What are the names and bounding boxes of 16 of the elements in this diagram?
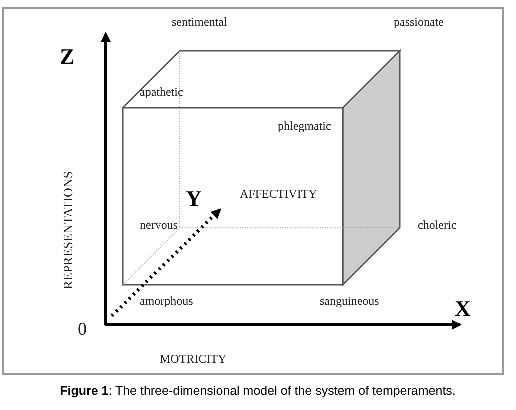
axis-label: X xyxy=(455,298,471,320)
temperament-label: sentimental xyxy=(172,16,228,28)
temperament-label: apathetic xyxy=(140,86,184,98)
axis-title: AFFECTIVITY xyxy=(240,188,318,200)
temperament-label: passionate xyxy=(394,16,444,28)
temperament-label: amorphous xyxy=(140,295,194,307)
axis-title: MOTRICITY xyxy=(160,353,227,365)
axis-label: Y xyxy=(186,188,202,210)
axis-title: REPRESENTATIONS xyxy=(62,170,75,290)
temperament-label: phlegmatic xyxy=(278,120,332,132)
temperament-label: sanguineous xyxy=(320,295,380,307)
axis-label: Z xyxy=(60,46,75,68)
temperament-label: nervous xyxy=(140,219,178,231)
figure-caption: Figure 1: The three-dimensional model of the system of temperaments. xyxy=(59,384,457,398)
origin-label: 0 xyxy=(78,320,87,338)
temperament-label: choleric xyxy=(418,219,457,231)
